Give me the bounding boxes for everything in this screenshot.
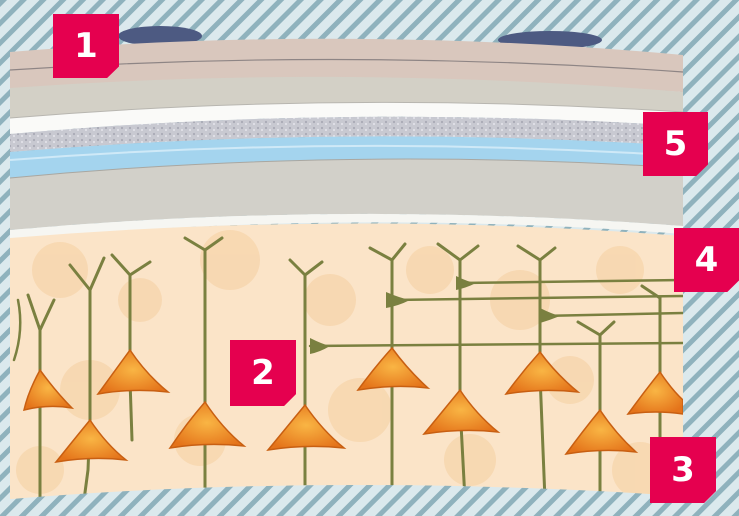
marker-4: 4 (674, 228, 739, 292)
marker-2: 2 (230, 340, 296, 406)
marker-1: 1 (53, 14, 119, 78)
marker-3: 3 (650, 437, 716, 503)
marker-5: 5 (643, 112, 708, 176)
